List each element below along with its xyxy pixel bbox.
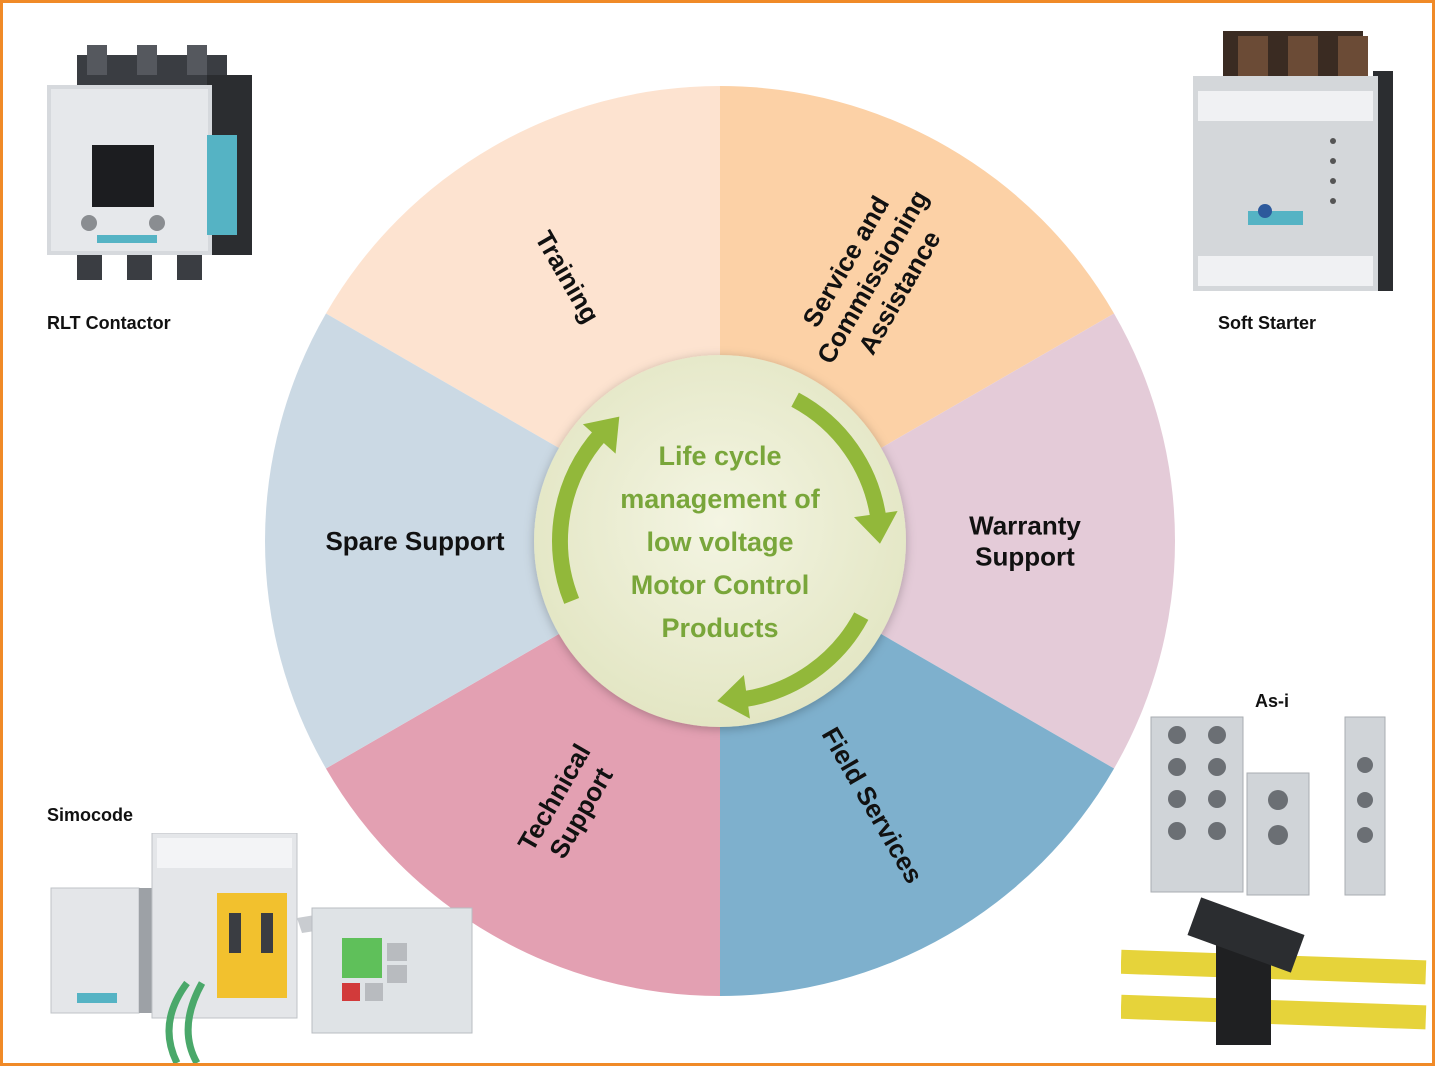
arrow-top-right-head	[854, 511, 898, 544]
segment-label-line: Spare Support	[325, 526, 504, 556]
center-title-line: management of	[620, 484, 821, 514]
as-i-image	[1120, 715, 1432, 1051]
simocode-label: Simocode	[47, 805, 134, 825]
arrow-left-shaft	[552, 428, 608, 604]
segment-warranty	[720, 313, 1175, 769]
as-i-label: As-i	[1255, 691, 1290, 711]
simocode-image	[47, 832, 477, 1063]
arrow-bottom-head	[717, 675, 750, 719]
segment-label-line: Warranty	[969, 511, 1081, 541]
arrow-left-head	[582, 416, 620, 454]
arrow-bottom-shaft	[741, 612, 869, 708]
cycle-arrows	[552, 392, 898, 719]
center-title-line: Motor Control	[631, 570, 809, 600]
center-circle	[534, 355, 906, 727]
rlt-contactor-image	[47, 45, 253, 285]
center-title-line: Products	[661, 613, 778, 643]
segment-label-line: Support	[975, 542, 1075, 572]
center-title-line: low voltage	[646, 527, 793, 557]
segment-spare	[265, 313, 720, 769]
arrow-top-right-shaft	[791, 392, 887, 520]
center-title-line: Life cycle	[658, 441, 781, 471]
soft-starter-label: Soft Starter	[1218, 313, 1317, 333]
rlt-contactor-label: RLT Contactor	[47, 313, 171, 333]
soft-starter-image	[1193, 31, 1393, 293]
segment-label-spare: Spare Support	[325, 526, 504, 556]
